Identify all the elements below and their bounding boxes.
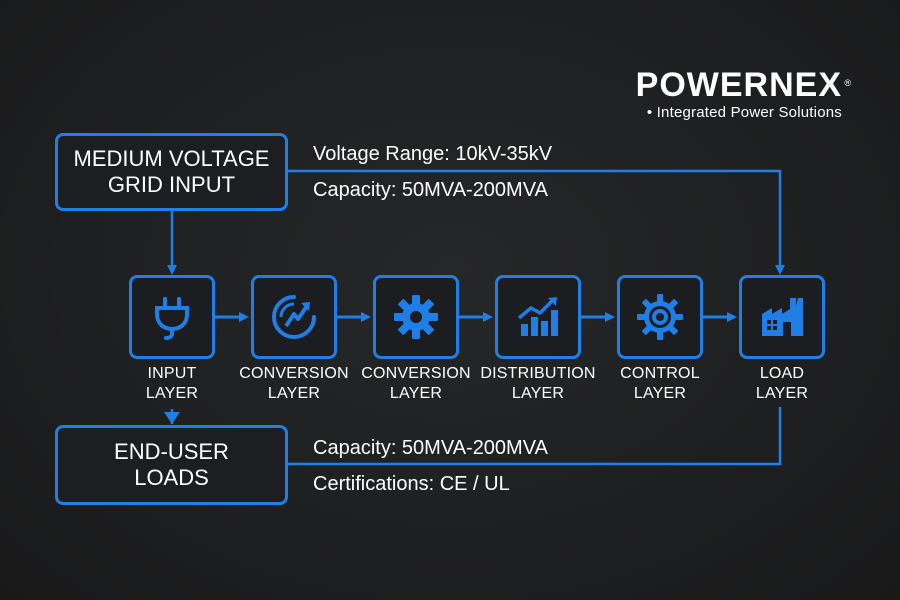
brand-tagline: • Integrated Power Solutions	[646, 104, 842, 121]
conversion-gauge-icon	[272, 295, 316, 339]
factory-icon	[762, 298, 803, 336]
load-to-enduser-connector	[288, 407, 782, 466]
end-user-line2: LOADS	[134, 465, 209, 490]
grid-input-box: MEDIUM VOLTAGE GRID INPUT	[55, 133, 288, 211]
brand-logo: POWERNEX® • Integrated Power Solutions	[635, 66, 851, 121]
gear-icon	[394, 295, 438, 339]
end-user-line1: END-USER	[114, 439, 229, 464]
certifications-text: Certifications: CE / UL	[313, 473, 510, 495]
control-layer-node	[617, 275, 703, 359]
grid-input-line1: MEDIUM VOLTAGE	[73, 146, 270, 171]
input-to-enduser-arrowhead	[164, 412, 180, 424]
cog-ring-icon	[637, 294, 683, 340]
distribution-layer-label: DISTRIBUTION LAYER	[480, 365, 596, 402]
conversion-layer-label-2: CONVERSION LAYER	[361, 365, 471, 402]
load-layer-label: LOAD LAYER	[755, 365, 809, 402]
conversion-layer-node-1	[251, 275, 337, 359]
distribution-layer-node	[495, 275, 581, 359]
input-layer-label: INPUT LAYER	[145, 365, 199, 402]
conversion-layer-node-2	[373, 275, 459, 359]
conversion-layer-label-1: CONVERSION LAYER	[239, 365, 349, 402]
load-layer-node	[739, 275, 825, 359]
registered-mark: ®	[844, 78, 852, 88]
grid-input-line2: GRID INPUT	[107, 172, 236, 197]
end-user-loads-box: END-USER LOADS	[55, 425, 288, 505]
top-capacity-text: Capacity: 50MVA-200MVA	[313, 179, 548, 201]
voltage-range-text: Voltage Range: 10kV-35kV	[313, 143, 553, 165]
input-layer-node	[129, 275, 215, 359]
bottom-capacity-text: Capacity: 50MVA-200MVA	[313, 437, 548, 459]
grid-to-load-connector	[288, 169, 785, 275]
bar-chart-icon	[517, 297, 558, 336]
brand-name: POWERNEX	[635, 66, 842, 104]
control-layer-label: CONTROL LAYER	[620, 365, 700, 402]
plug-icon	[155, 297, 189, 340]
